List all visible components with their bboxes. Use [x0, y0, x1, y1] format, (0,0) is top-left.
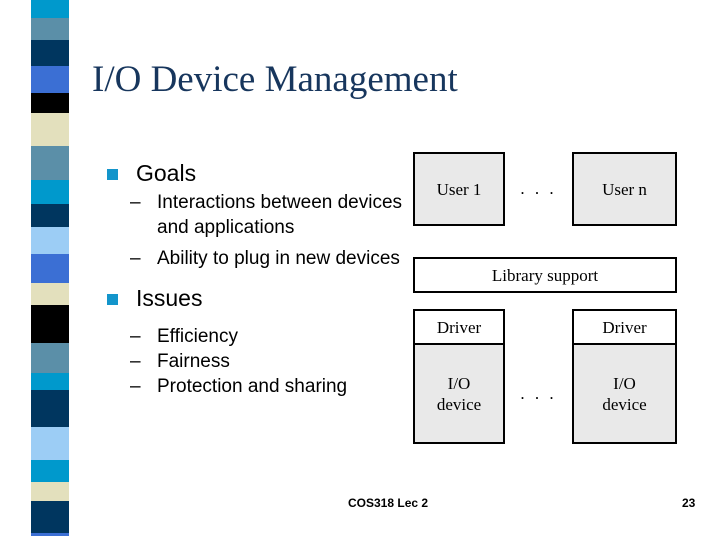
list-item-label: Efficiency: [157, 326, 238, 347]
device-label-line2: device: [602, 394, 647, 414]
footer-page-number: 23: [682, 496, 696, 510]
list-item: – Protection and sharing: [100, 374, 430, 399]
section-heading-goals: Goals: [100, 158, 430, 188]
section-heading-label: Issues: [136, 285, 203, 311]
stripe-band-1: [31, 18, 69, 40]
diagram-box-device-left: I/O device: [413, 343, 505, 444]
list-item: – Ability to plug in new devices: [100, 246, 430, 271]
stripe-band-3: [31, 66, 69, 93]
stripe-band-8: [31, 204, 69, 227]
list-item-label: Fairness: [157, 351, 230, 372]
stripe-band-6: [31, 146, 69, 180]
bullet-square-icon: [107, 294, 118, 305]
stripe-band-10: [31, 254, 69, 283]
page-title: I/O Device Management: [92, 59, 458, 100]
device-label-line1: I/O: [613, 373, 636, 393]
stripe-band-9: [31, 227, 69, 254]
diagram-box-device-right: I/O device: [572, 343, 677, 444]
stripe-band-20: [31, 533, 69, 536]
io-stack-diagram: User 1 . . . User n Library support Driv…: [413, 152, 677, 444]
list-item-label: Ability to plug in new devices: [157, 248, 400, 269]
content-body: Goals – Interactions between devices and…: [100, 158, 430, 399]
device-label-line2: device: [436, 394, 482, 414]
section-heading-issues: Issues: [100, 283, 430, 313]
list-item: – Efficiency: [100, 324, 430, 349]
list-item-label: Interactions between devices and applica…: [157, 192, 403, 238]
diagram-box-user-left: User 1: [413, 152, 505, 226]
device-label-line1: I/O: [447, 373, 471, 393]
stripe-band-13: [31, 343, 69, 373]
diagram-ellipsis-devices: . . .: [520, 383, 557, 403]
footer-course-label: COS318 Lec 2: [348, 496, 429, 510]
diagram-ellipsis-users: . . .: [520, 179, 557, 198]
list-item-label: Protection and sharing: [157, 376, 348, 397]
stripe-band-16: [31, 427, 69, 460]
list-item: – Interactions between devices and appli…: [100, 190, 430, 240]
dash-icon: –: [130, 326, 141, 347]
dash-icon: –: [130, 248, 141, 269]
stripe-band-2: [31, 40, 69, 66]
dash-icon: –: [130, 376, 141, 397]
stripe-band-14: [31, 373, 69, 390]
stripe-band-5: [31, 113, 69, 146]
stripe-band-7: [31, 180, 69, 204]
stripe-band-0: [31, 0, 69, 18]
stripe-band-17: [31, 460, 69, 482]
stripe-band-11: [31, 283, 69, 305]
stripe-band-4: [31, 93, 69, 113]
dash-icon: –: [130, 351, 141, 372]
dash-icon: –: [130, 192, 141, 213]
stripe-band-12: [31, 305, 69, 343]
diagram-box-driver-right: Driver: [572, 309, 677, 345]
stripe-band-15: [31, 390, 69, 427]
diagram-box-user-right: User n: [572, 152, 677, 226]
stripe-band-18: [31, 482, 69, 501]
diagram-box-library-support: Library support: [413, 257, 677, 293]
list-item: – Fairness: [100, 349, 430, 374]
diagram-box-driver-left: Driver: [413, 309, 505, 345]
bullet-square-icon: [107, 169, 118, 180]
section-heading-label: Goals: [136, 160, 197, 186]
decorative-stripe: [31, 0, 69, 536]
stripe-band-19: [31, 501, 69, 533]
